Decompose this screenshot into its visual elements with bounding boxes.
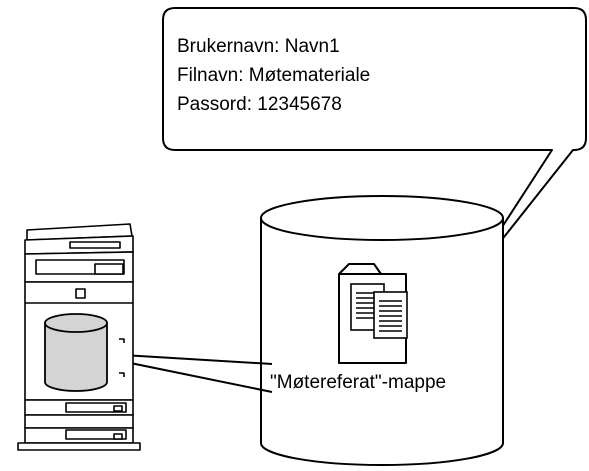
hard-disk-cylinder-icon (44, 313, 108, 392)
username-line: Brukernavn: Navn1 (177, 36, 340, 57)
folder-label: "Møtereferat"-mappe (270, 372, 447, 393)
password-line: Passord: 12345678 (177, 94, 342, 115)
credentials-text: Brukernavn: Navn1 Filnavn: Møtemateriale… (177, 32, 370, 119)
folder-with-documents-icon (338, 263, 408, 364)
filename-line: Filnavn: Møtemateriale (177, 65, 371, 86)
credentials-callout (162, 7, 587, 296)
